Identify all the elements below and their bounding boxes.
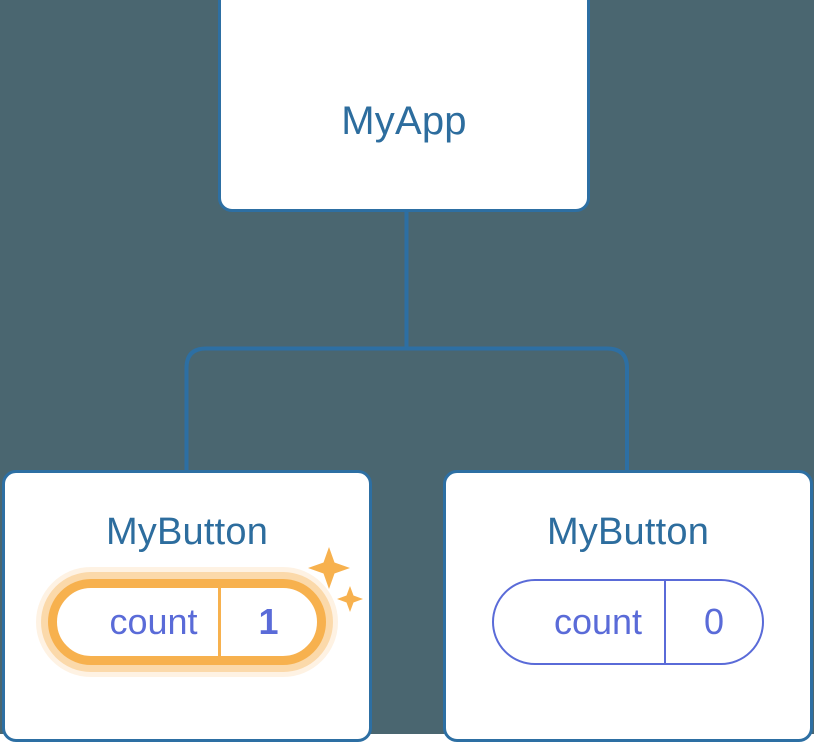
connector-branch [184, 346, 629, 470]
state-value: 0 [664, 581, 762, 663]
node-mybutton-right[interactable]: MyButton count 0 [443, 470, 813, 742]
node-myapp[interactable]: MyApp [218, 0, 590, 212]
state-pill-wrapper: count 0 [491, 579, 765, 665]
node-title: MyButton [105, 511, 269, 553]
state-key: count [109, 601, 198, 642]
node-mybutton-left[interactable]: MyButton count 1 [2, 470, 372, 742]
sparkle-icon [307, 547, 350, 589]
state-pill[interactable]: count 0 [491, 579, 765, 665]
sparkle-icon [336, 586, 363, 612]
state-pill-highlighted[interactable]: count 1 [48, 579, 326, 665]
state-value: 1 [217, 588, 317, 656]
node-title: MyButton [546, 511, 710, 553]
node-title: MyApp [341, 99, 467, 143]
state-key: count [553, 601, 643, 642]
state-pill-wrapper: count 1 [48, 547, 363, 665]
